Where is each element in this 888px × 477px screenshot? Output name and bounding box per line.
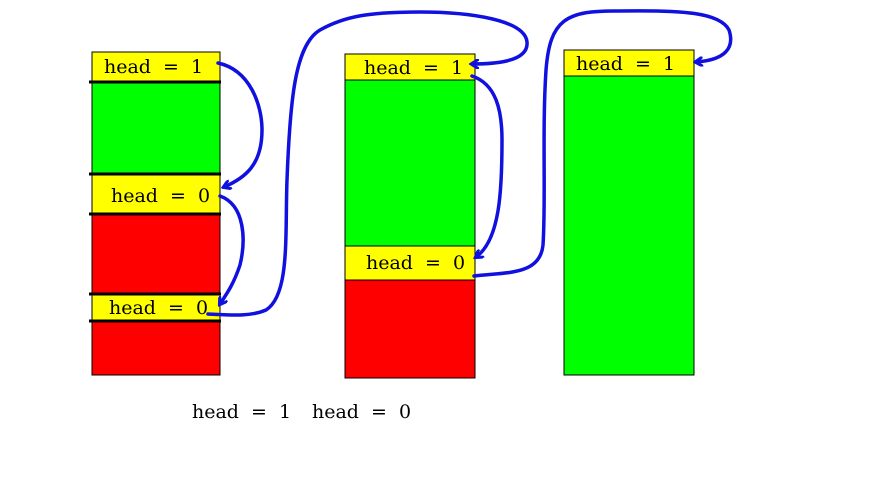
column-1-header-2-label: head = 0 (111, 185, 210, 207)
column-2-free-block (344, 79, 476, 247)
column-1-free-block (91, 81, 221, 175)
column-2-header-2-label: head = 0 (366, 252, 465, 274)
column-1-header-3-label: head = 0 (109, 297, 208, 319)
column-2: head = 1 head = 0 (344, 53, 476, 379)
column-2-used-block (344, 279, 476, 379)
column-1: head = 1 head = 0 head = 0 (89, 51, 221, 376)
column-1-header-1 (91, 51, 221, 83)
caption-free: head = 1 (192, 401, 291, 423)
column-3-free-block (563, 75, 695, 376)
column-1-used-block-2 (91, 320, 221, 376)
caption-used: head = 0 (312, 401, 411, 423)
column-1-used-block-1 (91, 213, 221, 295)
column-2-header-1-label: head = 1 (364, 57, 463, 79)
link-arrow (216, 61, 264, 187)
link-arrow (470, 74, 504, 257)
link-arrow (206, 10, 529, 317)
column-1-header-1-label: head = 1 (104, 56, 203, 78)
link-arrows (206, 9, 733, 317)
link-arrow (472, 9, 733, 278)
link-arrow (220, 194, 245, 304)
column-3: head = 1 (563, 49, 695, 376)
column-2-header-2 (344, 245, 476, 281)
column-1-header-2 (91, 173, 221, 215)
column-3-header-1-label: head = 1 (576, 53, 675, 75)
